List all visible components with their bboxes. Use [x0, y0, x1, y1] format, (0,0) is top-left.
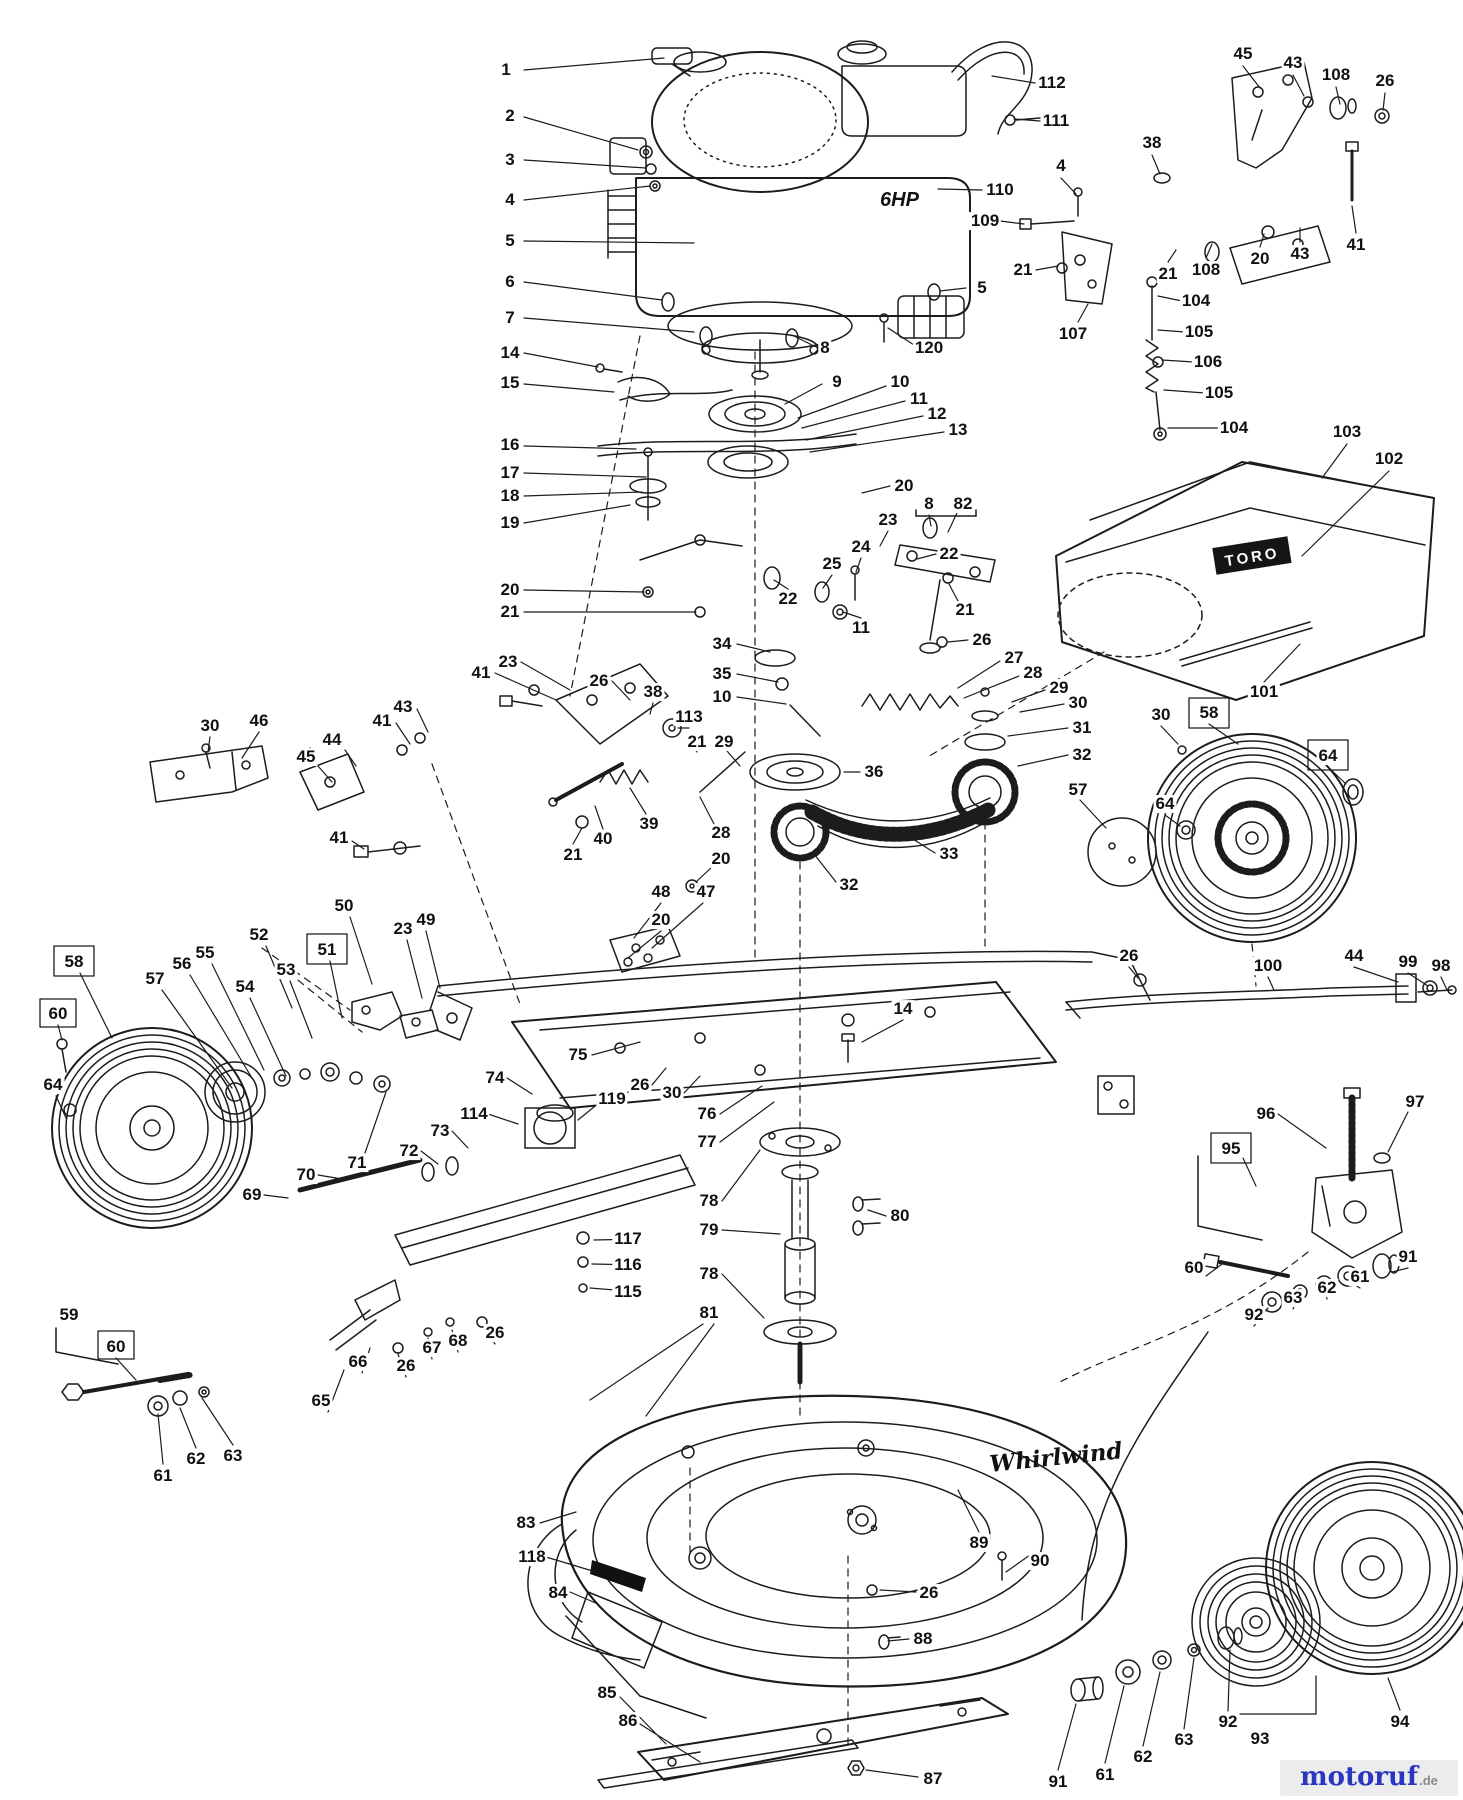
caster-assembly	[1081, 1087, 1403, 1621]
engine-hp-label: 6HP	[880, 189, 920, 211]
mower-deck: Whirlwind	[527, 1394, 1128, 1719]
drive-pulleys	[595, 363, 1019, 862]
alignment-guides	[261, 335, 1309, 1745]
watermark-tld: .de	[1419, 1773, 1438, 1788]
watermark-brand[interactable]: motoruf	[1300, 1762, 1419, 1792]
blade	[597, 1697, 1009, 1789]
deck-script-label: Whirlwind	[988, 1437, 1124, 1478]
chassis-frame	[429, 879, 1457, 1115]
throttle-brackets	[1056, 61, 1390, 441]
rear-wheel-pulley	[1070, 1461, 1463, 1702]
blade-spindle	[576, 1127, 881, 1385]
engine-assembly: 6HP	[607, 40, 1075, 380]
leader-lines	[55, 57, 1448, 1778]
baffle-bar	[297, 1104, 696, 1354]
right-wheel	[1087, 733, 1364, 943]
discharge-chute: TORO	[1055, 461, 1435, 755]
label-boxes	[39, 697, 1349, 1715]
axle-bolt-set	[55, 1327, 210, 1417]
left-wheel	[51, 991, 473, 1229]
watermark[interactable]: motoruf.de	[1280, 1760, 1458, 1796]
control-brackets	[149, 663, 682, 858]
